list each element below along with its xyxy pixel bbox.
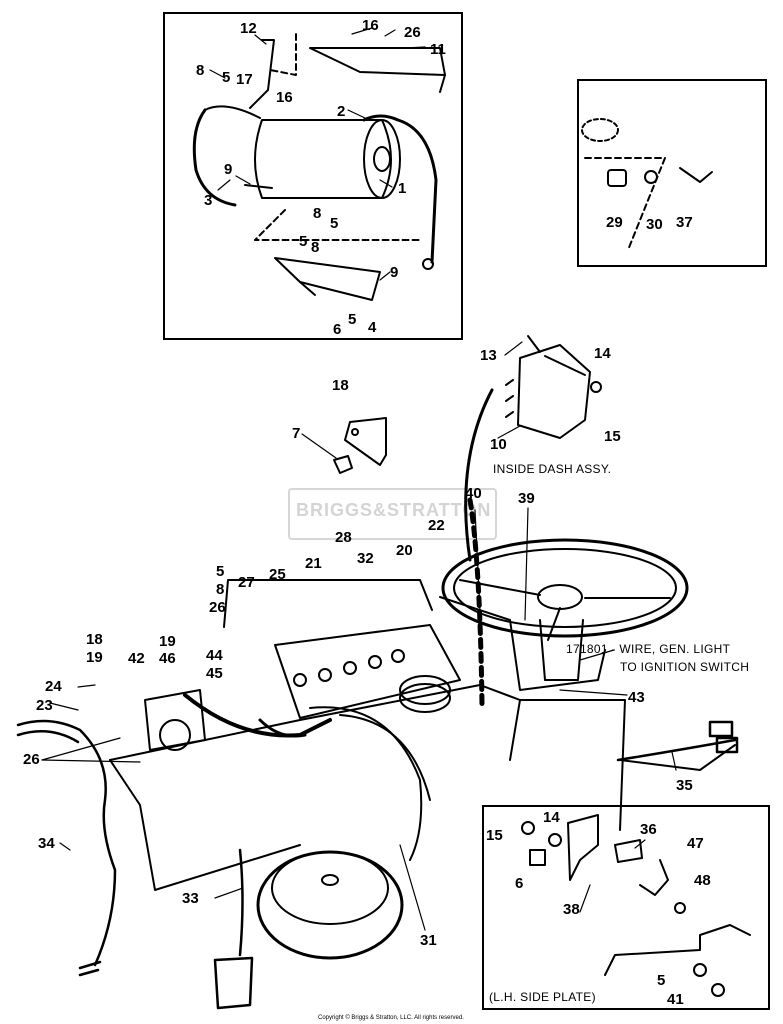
callout-33: 33 [182,890,199,907]
callout-21: 21 [305,555,322,572]
side-plate-detail-box [482,805,770,1010]
callout-17: 17 [236,71,253,88]
watermark-text: BRIGGS&STRATTON [296,500,492,520]
callout-44: 44 [206,647,223,664]
callout-16: 16 [276,89,293,106]
callout-46: 46 [159,650,176,667]
inside-dash-caption: INSIDE DASH ASSY. [493,462,612,476]
callout-29: 29 [606,214,623,231]
callout-13: 13 [480,347,497,364]
callout-14: 14 [594,345,611,362]
ignition-switch-drawing [581,118,713,251]
bracket-drawing [333,417,387,474]
callout-15: 15 [604,428,621,445]
wire-caption-line1: 171801 - WIRE, GEN. LIGHT [566,642,731,656]
callout-3: 3 [204,192,213,209]
callout-leader-lines [41,27,677,931]
callout-10: 10 [490,436,507,453]
callout-18: 18 [86,631,103,648]
callout-8: 8 [313,205,322,222]
callout-5: 5 [657,972,666,989]
callout-9: 9 [390,264,399,281]
side-plate-drawing [521,814,751,997]
callout-14: 14 [543,809,560,826]
callout-19: 19 [86,649,103,666]
callout-5: 5 [299,233,308,250]
callout-19: 19 [159,633,176,650]
callout-5: 5 [216,563,225,580]
callout-31: 31 [420,932,437,949]
callout-7: 7 [292,425,301,442]
callout-39: 39 [518,490,535,507]
callout-1: 1 [398,180,407,197]
callout-22: 22 [428,517,445,534]
callout-8: 8 [311,239,320,256]
watermark-frame [288,488,497,540]
callout-36: 36 [640,821,657,838]
wiring-harness-drawing [16,719,739,1010]
callout-35: 35 [676,777,693,794]
callout-40: 40 [465,485,482,502]
callout-47: 47 [687,835,704,852]
copyright-notice: Copyright © Briggs & Stratton, LLC. All … [318,1015,464,1021]
callout-8: 8 [196,62,205,79]
callout-25: 25 [269,566,286,583]
callout-8: 8 [216,581,225,598]
callout-6: 6 [333,321,342,338]
callout-9: 9 [224,161,233,178]
callout-5: 5 [330,215,339,232]
callout-34: 34 [38,835,55,852]
callout-23: 23 [36,697,53,714]
callout-15: 15 [486,827,503,844]
tractor-dash-drawing [109,579,736,960]
callout-37: 37 [676,214,693,231]
callout-5: 5 [348,311,357,328]
steering-wheel-drawing [441,388,689,708]
callout-32: 32 [357,550,374,567]
voltage-regulator-drawing [505,335,602,439]
callout-28: 28 [335,529,352,546]
lh-side-plate-caption: (L.H. SIDE PLATE) [489,990,596,1004]
callout-42: 42 [128,650,145,667]
callout-4: 4 [368,319,377,336]
callout-43: 43 [628,689,645,706]
callout-48: 48 [694,872,711,889]
callout-5: 5 [222,69,231,86]
callout-16: 16 [362,17,379,34]
callout-20: 20 [396,542,413,559]
wire-caption-line2: TO IGNITION SWITCH [620,660,750,674]
callout-24: 24 [45,678,62,695]
callout-2: 2 [337,103,346,120]
callout-18: 18 [332,377,349,394]
callout-26: 26 [23,751,40,768]
callout-30: 30 [646,216,663,233]
callout-38: 38 [563,901,580,918]
callout-26: 26 [209,599,226,616]
callout-41: 41 [667,991,684,1008]
generator-assembly [192,33,446,301]
callout-27: 27 [238,574,255,591]
callout-11: 11 [430,41,446,58]
callout-12: 12 [240,20,257,37]
callout-45: 45 [206,665,223,682]
callout-6: 6 [515,875,524,892]
callout-26: 26 [404,24,421,41]
